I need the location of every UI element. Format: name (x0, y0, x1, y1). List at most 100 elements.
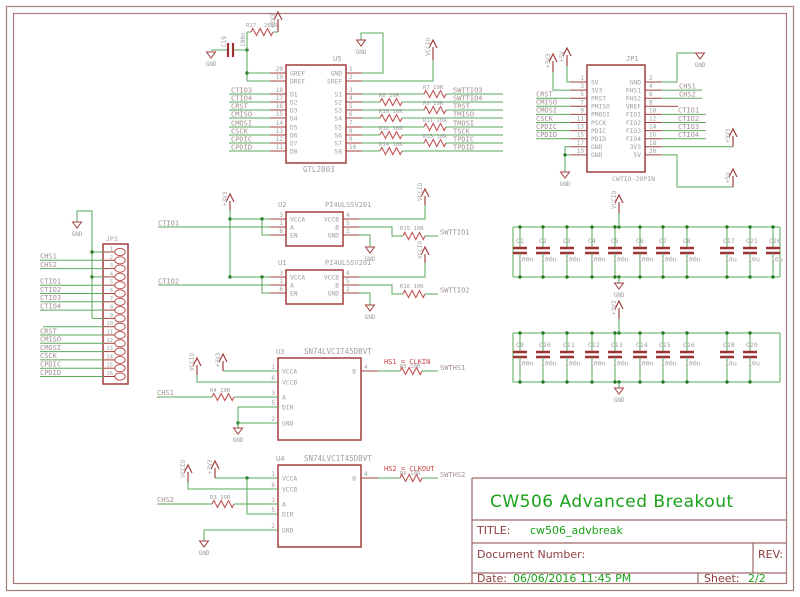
pin-name: SREF (327, 78, 342, 85)
net-label: CTIO3 (678, 123, 699, 131)
net-label: CTIO1 (40, 278, 61, 286)
ic-body (586, 64, 646, 173)
cap-ref: C16 (683, 341, 695, 349)
resistor-label: R15 10R (400, 226, 424, 232)
pin-number: 1 (580, 75, 584, 82)
junction-dot (613, 275, 617, 279)
pin-number: 8 (349, 128, 353, 135)
junction-dot (748, 225, 752, 229)
cap-ref: C9 (516, 341, 524, 349)
pin-number: 7 (580, 99, 584, 106)
junction-dot (613, 225, 617, 229)
power-label: +5V (725, 172, 732, 183)
junction-dot (565, 275, 569, 279)
net-label: TPDID (453, 143, 474, 151)
cap-value: 100n (518, 360, 534, 368)
pin-number: 7 (110, 296, 113, 302)
pin-name: GND (328, 290, 340, 297)
sheet-label: Sheet: (704, 572, 740, 585)
net-label: CMISO (536, 99, 557, 107)
power-arrow-icon (728, 167, 738, 187)
capacitor-icon (536, 246, 550, 255)
schematic-drawing: U5GTL200320GREF19DREF18D1CTIO317D2CTIO41… (40, 10, 783, 557)
net-label: CSCK (40, 352, 58, 360)
net-label: TSCK (453, 127, 471, 135)
pin-number: 18 (649, 140, 657, 147)
pin-number: 2 (349, 74, 353, 81)
cap-ref: C7 (659, 237, 667, 245)
pin-number: 5 (349, 103, 353, 110)
junction-dot (638, 225, 642, 229)
wire (187, 482, 278, 490)
junction-dot (590, 225, 594, 229)
pin-name: S7 (334, 140, 342, 147)
gnd-icon (71, 221, 83, 229)
pin-name: D1 (290, 91, 298, 98)
net-label: CTIO2 (158, 277, 179, 285)
pin-number: 3 (271, 390, 275, 397)
power-label: +3V3 (222, 191, 229, 206)
pin-name: GND (630, 79, 642, 86)
capacitor-icon (680, 350, 694, 359)
pin-circle (114, 272, 126, 281)
pin-number: 10 (106, 321, 113, 327)
capacitor-icon (560, 246, 574, 255)
net-label: CTIO4 (40, 302, 61, 310)
pin-circle (114, 306, 126, 315)
net-label: CTIO2 (678, 115, 699, 123)
resistor-label: R10 10R (379, 109, 403, 115)
cap-value: 100n (638, 360, 654, 368)
net-label: CPDIC (40, 361, 61, 369)
junction-dot (661, 225, 665, 229)
capacitor-icon (743, 350, 757, 359)
pin-number: 10 (349, 144, 357, 151)
pin-number: 4 (364, 471, 368, 478)
cap-ref: C2 (539, 237, 547, 245)
junction-dot (590, 275, 594, 279)
pin-number: 20 (276, 66, 284, 73)
cap-ref: C4 (588, 237, 596, 245)
power-label: +3V3 (611, 300, 618, 315)
u5-part: GTL2003 (303, 165, 335, 174)
pin-name: PMISO (591, 104, 610, 111)
pin-number: 1 (279, 220, 283, 227)
gnd-label: GND (365, 314, 376, 321)
net-label: CPDID (40, 369, 61, 377)
capacitor-icon (536, 350, 550, 359)
resistor-label: R3 10R (210, 495, 231, 501)
cap-value: 100n (638, 256, 654, 264)
ic-part: SN74LVC1T45DBVT (304, 454, 372, 463)
capacitor-icon (743, 246, 757, 255)
capacitor-icon (766, 246, 780, 255)
pin-name: FIO3 (626, 128, 641, 135)
pin-name: PMOSI (591, 112, 610, 119)
pin-number: 5 (110, 280, 113, 286)
net-label: SWTTIO4 (453, 94, 483, 102)
net-label: CTIO1 (678, 107, 699, 115)
pin-name: FIO1 (626, 112, 641, 119)
junction-dot (90, 250, 94, 254)
resistor (402, 231, 426, 241)
date-value: 06/06/2016 11:45 PM (513, 572, 631, 585)
cap-value: 100n (565, 256, 581, 264)
net-label: SWTHS1 (440, 364, 465, 372)
cap-value: 100n (661, 256, 677, 264)
pin-name: FIO4 (626, 136, 641, 143)
gnd-icon (232, 427, 244, 435)
power-arrow-icon (420, 245, 430, 263)
pin-number: 1 (279, 278, 283, 285)
pin-number: 9 (580, 107, 584, 114)
pin-number: 17 (276, 95, 284, 102)
net-label: CTIO4 (678, 131, 699, 139)
wire (246, 478, 278, 515)
pin-number: 2 (110, 255, 113, 261)
pin-circle (114, 297, 126, 306)
cap-value: 100n (240, 32, 247, 47)
ic-body (277, 464, 362, 548)
pin-number: 10 (649, 107, 657, 114)
resistor (423, 138, 447, 148)
pin-number: 2 (649, 75, 653, 82)
junction-dot (565, 331, 569, 335)
ic-body (285, 64, 347, 164)
